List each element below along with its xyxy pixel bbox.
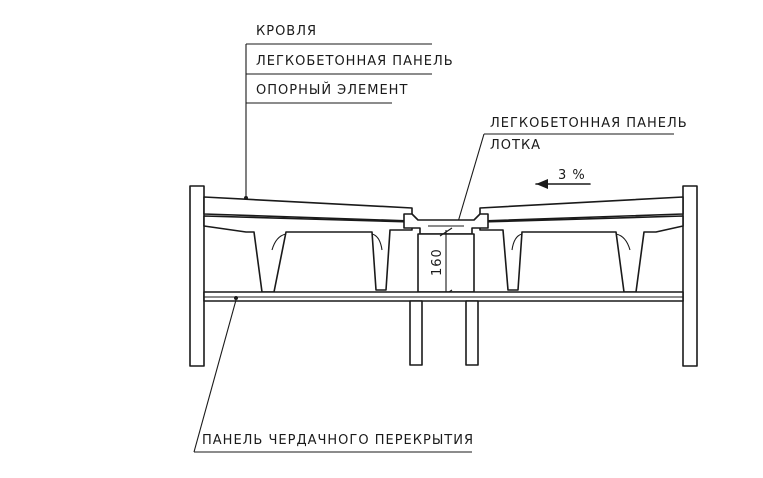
inner-column-right [465,300,479,366]
inner-column-left [409,300,423,366]
right-wall [682,185,698,367]
label-attic-floor-panel: ПАНЕЛЬ ЧЕРДАЧНОГО ПЕРЕКРЫТИЯ [202,433,474,448]
left-wall [189,185,205,367]
dimension-tick-top [439,227,453,237]
left-rib-fillet-1 [271,233,287,251]
label-gutter-panel-line2: ЛОТКА [490,138,541,153]
label-slope: 3 % [558,168,586,183]
right-rib-fillet-2 [615,233,631,251]
left-rib-fillet-2 [371,233,383,251]
label-lightweight-panel: ЛЕГКОБЕТОННАЯ ПАНЕЛЬ [256,54,454,69]
gutter-panel [403,213,489,235]
slope-arrow-head [536,179,548,189]
label-roof: КРОВЛЯ [256,24,317,39]
label-gutter-panel-line1: ЛЕГКОБЕТОННАЯ ПАНЕЛЬ [490,116,688,131]
dimension-value: 160 [430,248,445,276]
right-support-element [479,215,684,293]
leader-line-gutter [457,133,485,223]
right-rib-fillet-1 [511,233,523,251]
left-support-element [203,215,413,293]
leader-dot-attic-floor [234,296,238,300]
label-support-element: ОПОРНЫЙ ЭЛЕМЕНТ [256,82,408,98]
leader-line-attic-floor [193,299,237,453]
